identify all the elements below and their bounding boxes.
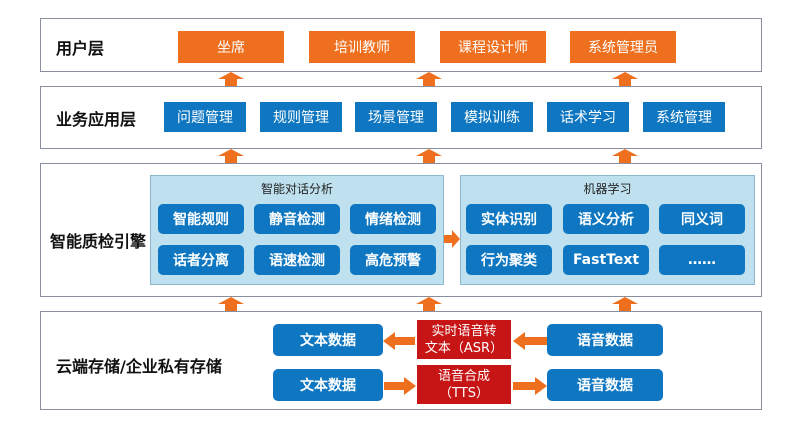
- module-system-management: 系统管理: [643, 102, 725, 132]
- up-arrow-icon: [218, 72, 244, 86]
- voice-data-box-1: 语音数据: [547, 324, 663, 356]
- right-arrow-icon: [384, 377, 416, 395]
- text-data-box-1: 文本数据: [273, 324, 383, 356]
- role-trainer: 培训教师: [309, 31, 415, 63]
- ml-item-more: ……: [659, 245, 745, 275]
- module-scene-management: 场景管理: [355, 102, 437, 132]
- dialog-item-high-risk-warning: 高危预警: [350, 245, 436, 275]
- role-course-designer: 课程设计师: [440, 31, 546, 63]
- up-arrow-icon: [218, 297, 244, 311]
- user-layer-title: 用户层: [56, 39, 105, 58]
- module-simulation-training: 模拟训练: [451, 102, 533, 132]
- module-problem-management: 问题管理: [164, 102, 246, 132]
- asr-box: 实时语音转 文本（ASR）: [417, 320, 511, 359]
- dialog-item-emotion-detection: 情绪检测: [350, 204, 436, 234]
- dialog-analysis-title: 智能对话分析: [260, 182, 333, 196]
- tts-label-line-1: 语音合成: [437, 368, 490, 384]
- text-data-box-2: 文本数据: [273, 369, 383, 401]
- module-rule-management: 规则管理: [260, 102, 342, 132]
- ml-item-synonyms: 同义词: [659, 204, 745, 234]
- dialog-item-speech-rate-detection: 语速检测: [254, 245, 340, 275]
- up-arrow-icon: [218, 149, 244, 163]
- asr-label-line-1: 实时语音转: [431, 323, 497, 339]
- engine-layer-title: 智能质检引擎: [50, 232, 147, 251]
- tts-label-line-2: （TTS）: [439, 385, 489, 401]
- right-arrow-icon: [444, 230, 460, 248]
- up-arrow-icon: [612, 72, 638, 86]
- up-arrow-icon: [612, 297, 638, 311]
- machine-learning-title: 机器学习: [583, 182, 632, 196]
- up-arrow-icon: [416, 72, 442, 86]
- left-arrow-icon: [513, 332, 547, 350]
- voice-data-box-2: 语音数据: [547, 369, 663, 401]
- up-arrow-icon: [612, 149, 638, 163]
- dialog-item-smart-rules: 智能规则: [158, 204, 244, 234]
- right-arrow-icon: [513, 377, 547, 395]
- business-layer-title: 业务应用层: [56, 110, 137, 129]
- dialog-item-speaker-separation: 话者分离: [158, 245, 244, 275]
- storage-layer-title: 云端存储/企业私有存储: [56, 357, 222, 376]
- ml-item-fasttext: FastText: [563, 245, 649, 275]
- ml-item-behavior-clustering: 行为聚类: [466, 245, 552, 275]
- role-agent: 坐席: [178, 31, 284, 63]
- left-arrow-icon: [383, 332, 415, 350]
- up-arrow-icon: [416, 149, 442, 163]
- up-arrow-icon: [416, 297, 442, 311]
- asr-label-line-2: 文本（ASR）: [424, 340, 504, 356]
- ml-item-entity-recognition: 实体识别: [466, 204, 552, 234]
- role-system-admin: 系统管理员: [570, 31, 676, 63]
- ml-item-semantic-analysis: 语义分析: [563, 204, 649, 234]
- module-script-learning: 话术学习: [547, 102, 629, 132]
- tts-box: 语音合成 （TTS）: [417, 365, 511, 404]
- dialog-item-silence-detection: 静音检测: [254, 204, 340, 234]
